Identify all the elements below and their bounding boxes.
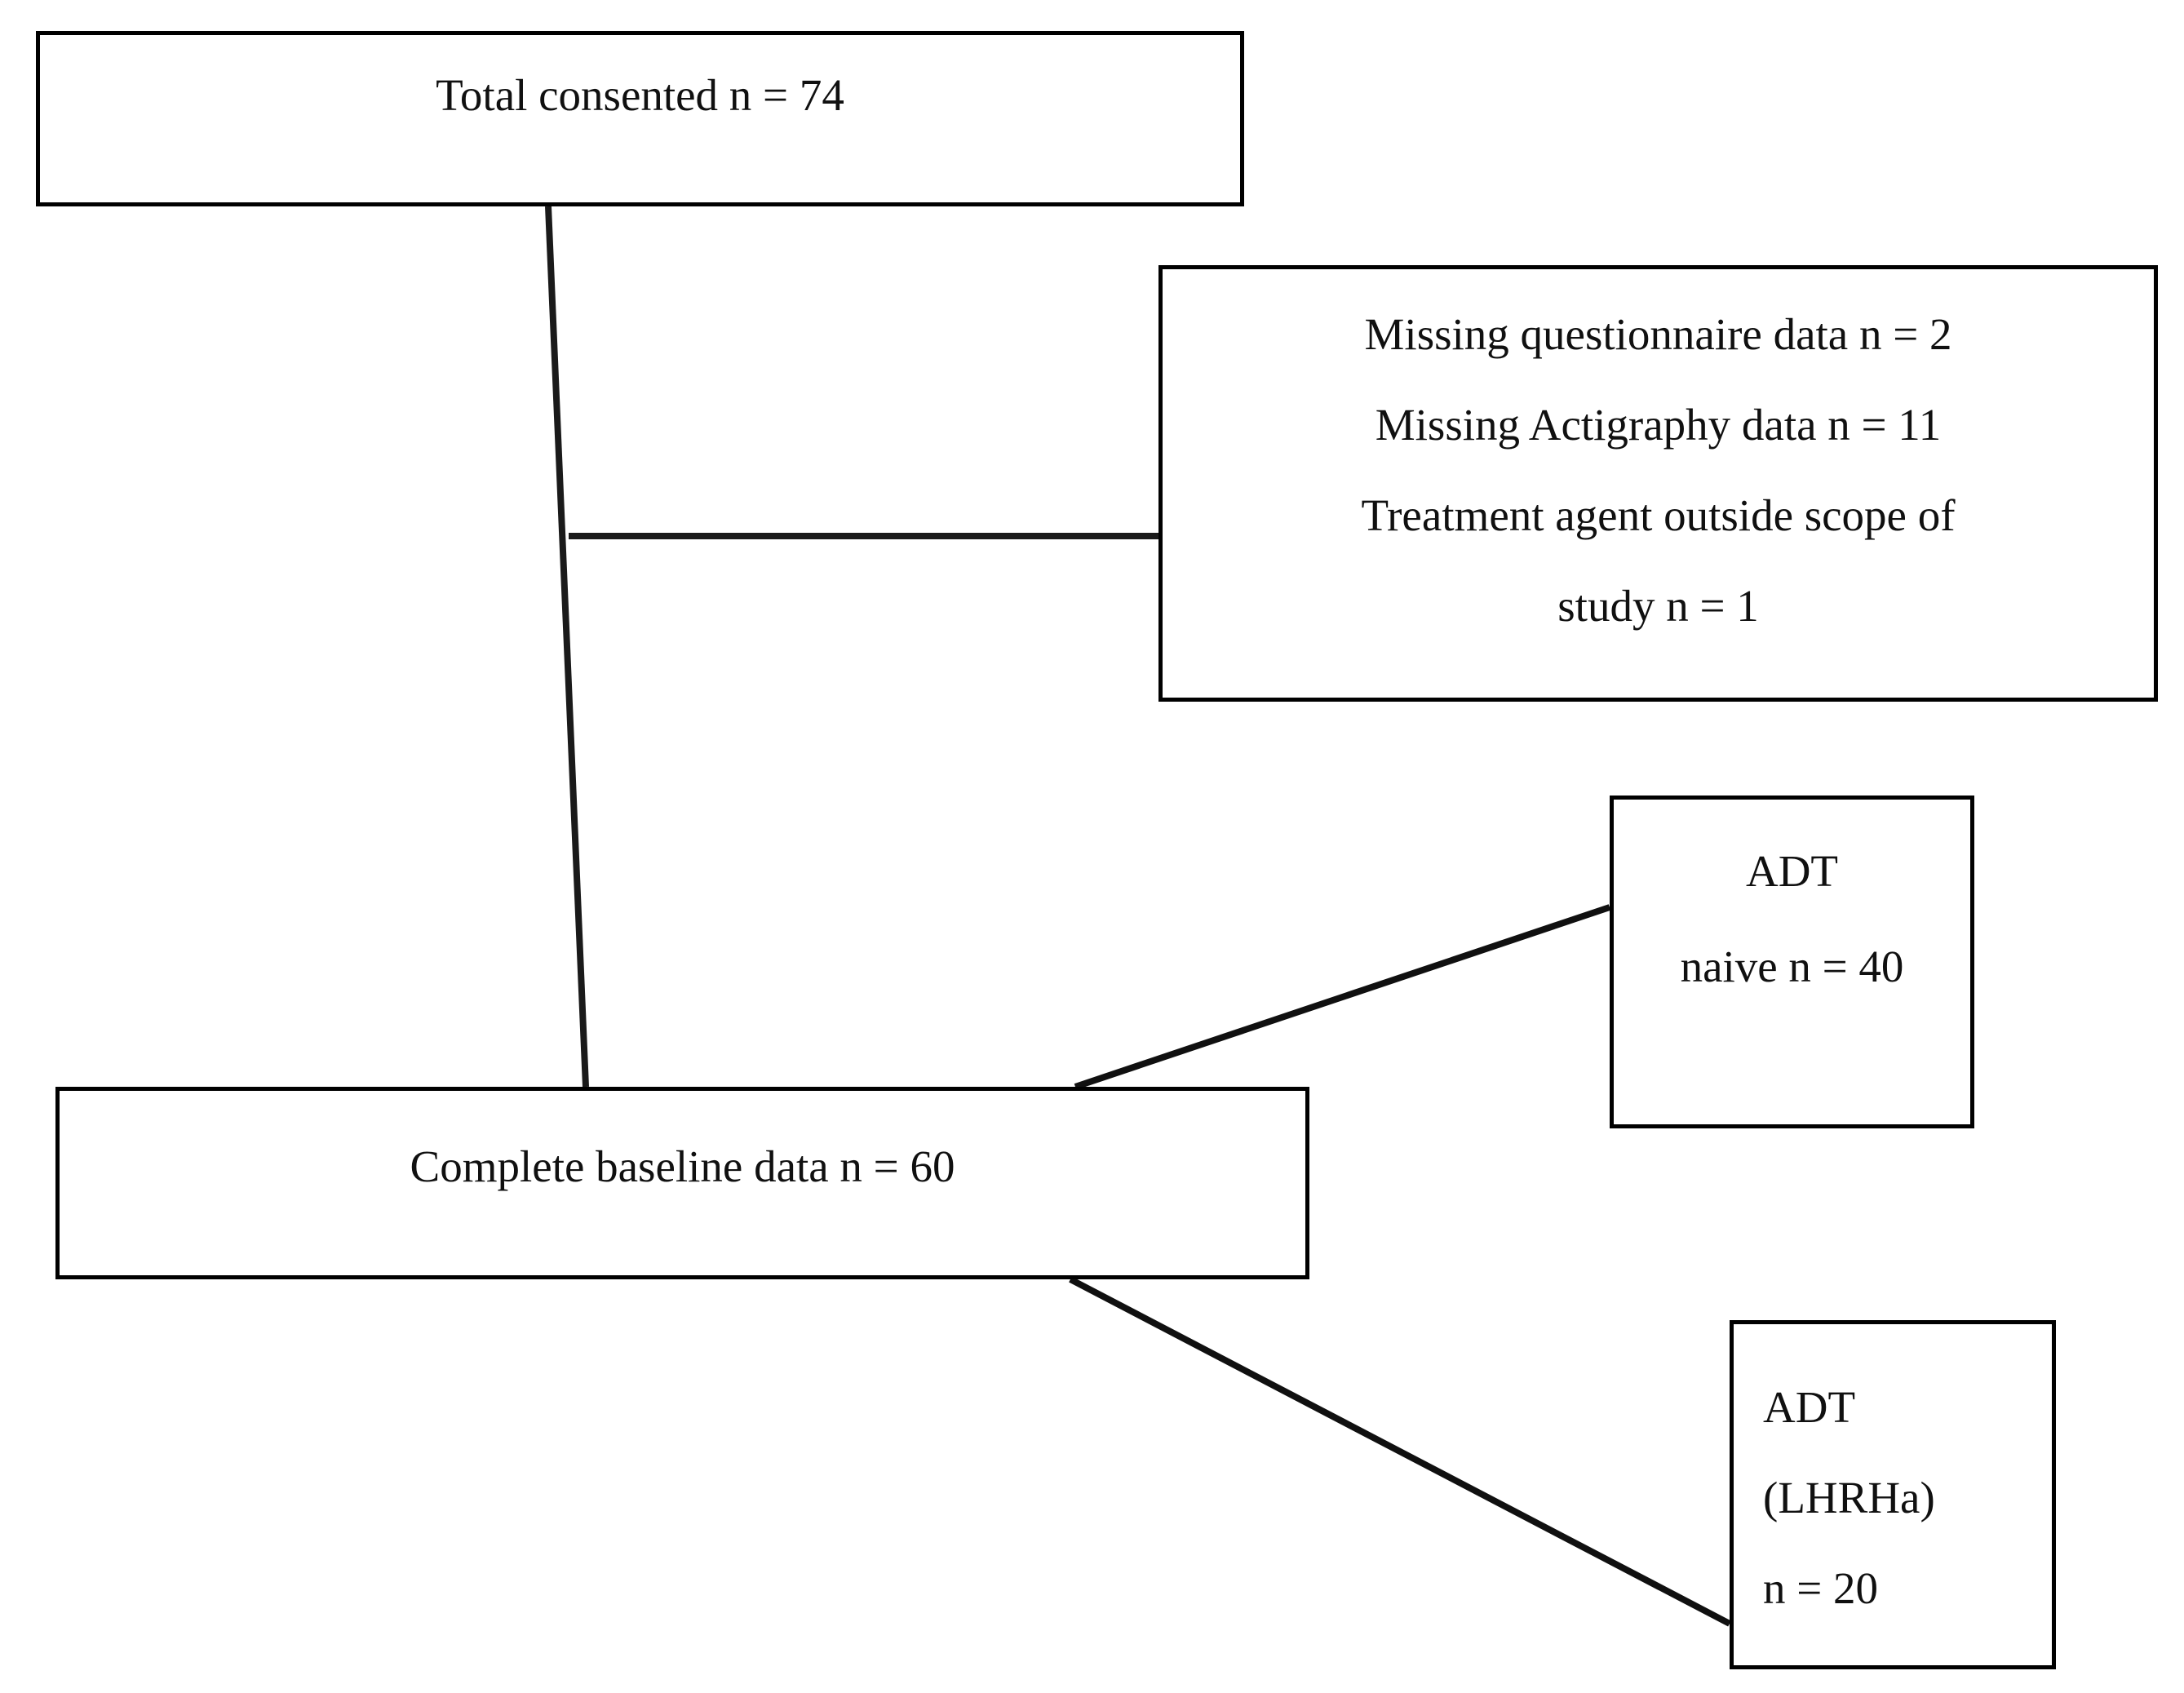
adt-lhrha-line-1: ADT — [1763, 1382, 1856, 1432]
node-adt-lhrha: ADT (LHRHa) n = 20 — [1730, 1320, 2056, 1669]
connector-total-to-baseline — [545, 206, 589, 1088]
connector-baseline-to-adt-naive — [1074, 904, 1611, 1090]
adt-lhrha-text-group: ADT (LHRHa) n = 20 — [1763, 1385, 2052, 1611]
node-exclusions: Missing questionnaire data n = 2 Missing… — [1158, 265, 2158, 702]
adt-naive-line-2: naive n = 40 — [1680, 942, 1904, 991]
exclusion-line-1: Missing questionnaire data n = 2 — [1364, 309, 1952, 359]
complete-baseline-label: Complete baseline data n = 60 — [410, 1141, 955, 1191]
exclusion-line-4: study n = 1 — [1557, 581, 1759, 631]
total-consented-label: Total consented n = 74 — [436, 70, 844, 120]
adt-naive-text-group: ADT naive n = 40 — [1614, 849, 1970, 989]
node-complete-baseline: Complete baseline data n = 60 — [55, 1087, 1309, 1279]
node-adt-naive: ADT naive n = 40 — [1610, 796, 1974, 1128]
exclusion-list: Missing questionnaire data n = 2 Missing… — [1163, 312, 2154, 628]
node-total-consented: Total consented n = 74 — [36, 31, 1244, 206]
exclusion-line-3: Treatment agent outside scope of — [1361, 490, 1956, 540]
exclusion-line-2: Missing Actigraphy data n = 11 — [1375, 400, 1942, 450]
adt-lhrha-line-3: n = 20 — [1763, 1563, 1879, 1613]
adt-naive-line-1: ADT — [1745, 846, 1839, 896]
connector-baseline-to-adt-lhrha — [1069, 1276, 1731, 1627]
adt-lhrha-line-2: (LHRHa) — [1763, 1473, 1935, 1522]
